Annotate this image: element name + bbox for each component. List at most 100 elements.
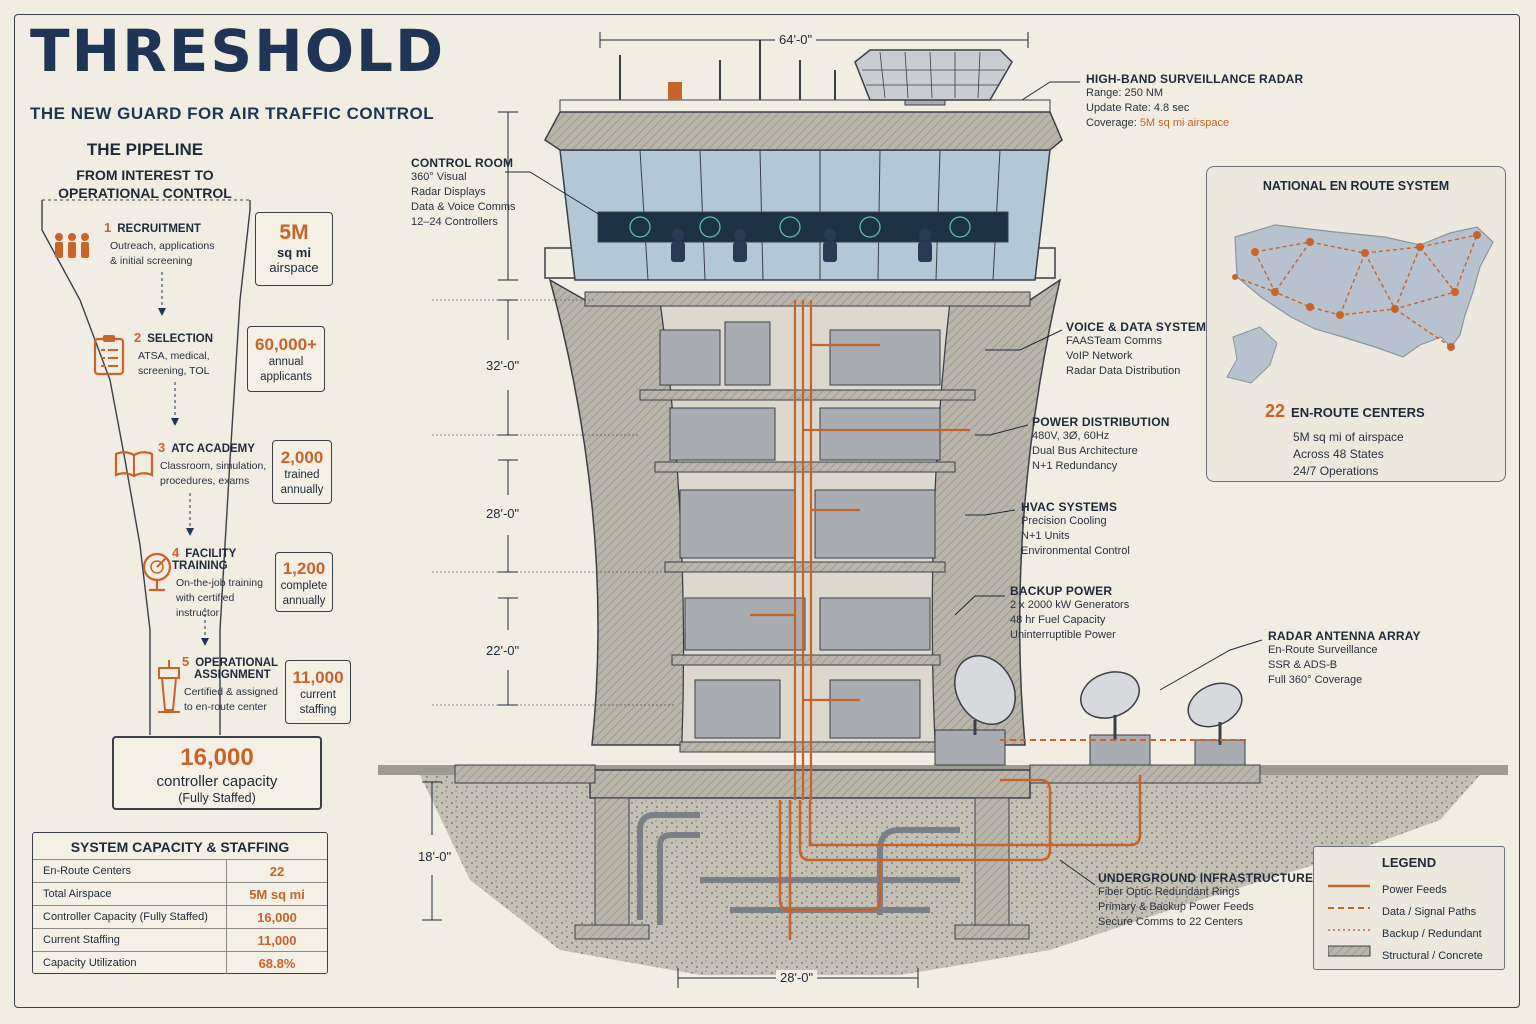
callout-line: Precision Cooling <box>1021 515 1107 527</box>
callout-line: N+1 Redundancy <box>1032 460 1118 472</box>
stat-label: annual <box>268 356 304 368</box>
callout-title: BACKUP POWER <box>1010 584 1113 598</box>
stat-label: staffing <box>299 704 337 716</box>
clipboard-icon <box>93 335 125 376</box>
step-number: 4 <box>172 545 180 560</box>
underground-pipes <box>637 812 960 925</box>
callout-line: 480V, 3Ø, 60Hz <box>1032 430 1110 442</box>
step-title: OPERATIONAL <box>195 657 279 669</box>
stat-box-airspace: 5M sq mi airspace <box>255 212 333 286</box>
step-desc-line: Certified & assigned <box>184 686 278 698</box>
capacity-table: SYSTEM CAPACITY & STAFFING En-Route Cent… <box>32 832 328 974</box>
stat-label: annually <box>280 484 324 496</box>
callout-line: N+1 Units <box>1021 530 1070 542</box>
people-icon <box>55 233 89 258</box>
step-title: FACILITY TRAINING <box>172 548 237 572</box>
stat-label: current <box>300 689 336 701</box>
alaska-shape <box>1226 326 1278 384</box>
callout-line: Data & Voice Comms <box>411 201 516 213</box>
dim-height-2: 28'-0" <box>486 506 520 521</box>
capacity-label: controller capacity <box>156 773 278 790</box>
pier-footing <box>574 924 650 940</box>
callout-line: FAASTeam Comms <box>1066 335 1162 347</box>
capacity-table-title: SYSTEM CAPACITY & STAFFING <box>70 839 290 855</box>
callout-line: Radar Displays <box>411 186 486 198</box>
dim-height-3: 22'-0" <box>486 643 520 658</box>
callout-line: 48 hr Fuel Capacity <box>1010 614 1106 626</box>
legend-item: Power Feeds <box>1382 884 1447 896</box>
row-value: 16,000 <box>226 905 327 929</box>
step-title: ATC ACADEMY <box>171 443 255 455</box>
callout-line: Full 360° Coverage <box>1268 674 1363 686</box>
roof-antennas <box>619 40 836 100</box>
stat-value: 60,000+ <box>255 335 317 354</box>
ground-platform <box>454 764 596 784</box>
callout-title: CONTROL ROOM <box>411 156 514 170</box>
legend-item: Data / Signal Paths <box>1382 906 1477 918</box>
row-label: Capacity Utilization <box>33 951 227 974</box>
foundation-pier <box>974 797 1010 929</box>
national-line: Across 48 States <box>1293 447 1384 461</box>
underground-power-feeds <box>778 775 1142 940</box>
centers-count-label: EN-ROUTE CENTERS <box>1291 405 1425 420</box>
callout-line: Uninterruptible Power <box>1010 629 1116 641</box>
centers-count-line: 22 EN-ROUTE CENTERS <box>1265 401 1425 422</box>
step-number: 3 <box>158 440 166 455</box>
dim-depth: 18'-0" <box>418 849 452 864</box>
step-desc-line: with certified <box>176 592 235 604</box>
step-number: 2 <box>134 330 142 345</box>
soil-section <box>420 775 1480 975</box>
callout-backup-power: BACKUP POWER 2 x 2000 kW Generators 48 h… <box>1010 584 1129 643</box>
callout-title: HVAC SYSTEMS <box>1021 500 1118 514</box>
stat-label: complete <box>280 580 328 592</box>
callout-voice-data: VOICE & DATA SYSTEMS FAASTeam Comms VoIP… <box>1066 320 1214 379</box>
stat-box-trained: 2,000 trained annually <box>272 440 332 504</box>
continental-us-shape <box>1234 224 1494 358</box>
pipeline-subtitle-1: FROM INTEREST TO <box>76 167 214 183</box>
stat-label: trained <box>284 469 320 481</box>
panel-title: NATIONAL EN ROUTE SYSTEM <box>1262 179 1450 193</box>
step-desc-line: On-the-job training <box>176 577 263 589</box>
beacon <box>668 82 682 100</box>
poster-title: THRESHOLD <box>30 17 446 85</box>
step-desc-line: ATSA, medical, <box>138 350 210 362</box>
legend-labels: Power Feeds Data / Signal Paths Backup /… <box>1382 879 1483 967</box>
callout-line-highlight: 5M sq mi airspace <box>1139 117 1230 129</box>
callout-line: Radar Data Distribution <box>1066 365 1181 377</box>
callout-power-distribution: POWER DISTRIBUTION 480V, 3Ø, 60Hz Dual B… <box>1032 415 1170 474</box>
pier-footing <box>954 924 1030 940</box>
dim-height-1: 32'-0" <box>486 358 520 373</box>
dim-width-top: 64'-0" <box>775 32 817 47</box>
stat-label: sq mi <box>277 245 311 260</box>
surveillance-radar-antenna <box>854 49 1013 106</box>
step-desc-line: screening, TOL <box>138 365 210 377</box>
row-label: Total Airspace <box>33 882 227 906</box>
callout-line-prefix: Coverage: <box>1086 117 1140 129</box>
legend-swatches <box>1328 884 1371 957</box>
stat-value: 11,000 <box>292 668 344 687</box>
dimension-lines <box>422 32 1029 988</box>
foundation-pier <box>594 797 630 929</box>
step-desc-line: Outreach, applications <box>110 240 215 252</box>
stat-label: airspace <box>269 260 319 275</box>
centers-count: 22 <box>1265 401 1286 421</box>
stat-box-complete: 1,200 complete annually <box>275 552 333 612</box>
step-desc-line: Classroom, simulation, <box>160 460 267 472</box>
tower-icon <box>158 660 180 713</box>
callout-leaders <box>505 81 1263 886</box>
callout-line: Dual Bus Architecture <box>1032 445 1138 457</box>
stat-value: 2,000 <box>280 448 324 467</box>
national-line: 5M sq mi of airspace <box>1293 430 1404 444</box>
callout-line: 360° Visual <box>411 171 467 183</box>
legend: LEGEND Power Feeds Data / Signal Paths B… <box>1313 846 1505 970</box>
row-label: En-Route Centers <box>33 859 227 883</box>
row-value: 5M sq mi <box>226 882 327 906</box>
callout-line: VoIP Network <box>1066 350 1133 362</box>
pipeline-subtitle-2: OPERATIONAL CONTROL <box>58 185 232 201</box>
